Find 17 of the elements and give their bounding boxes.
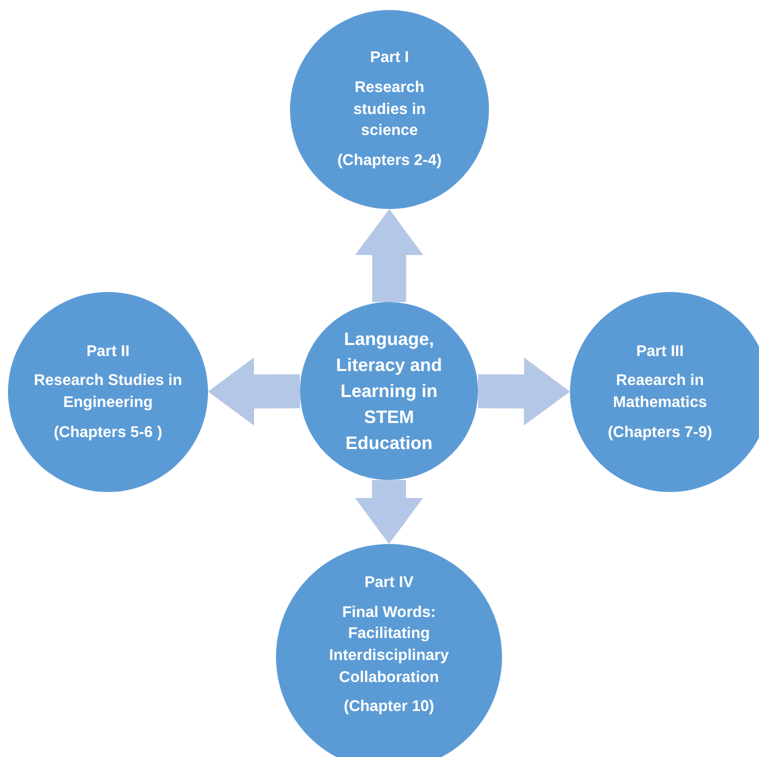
node-text: Research Studies in Engineering xyxy=(33,371,183,413)
part-heading: Part III xyxy=(636,342,684,362)
node-text: (Chapters 7-9) xyxy=(608,422,712,443)
node-text: Final Words: Facilitating Interdisciplinary Collaboration xyxy=(328,602,450,688)
block-arrow xyxy=(355,209,424,302)
block-arrow xyxy=(478,358,570,426)
node-text: (Chapters 5-6 ) xyxy=(54,422,162,443)
part-heading: Part IV xyxy=(364,573,414,593)
part-heading: Part I xyxy=(370,48,409,68)
node-text: Research studies in science xyxy=(352,78,427,142)
node-text: (Chapters 2-4) xyxy=(337,151,442,172)
block-arrow xyxy=(208,358,300,426)
block-arrow xyxy=(355,480,423,544)
node-text: (Chapter 10) xyxy=(344,697,434,718)
part-heading: Part II xyxy=(86,342,130,362)
node-text: Reaearch in Mathematics xyxy=(612,371,708,413)
node-text: Language, Literacy and Learning in STEM Education xyxy=(334,328,444,456)
